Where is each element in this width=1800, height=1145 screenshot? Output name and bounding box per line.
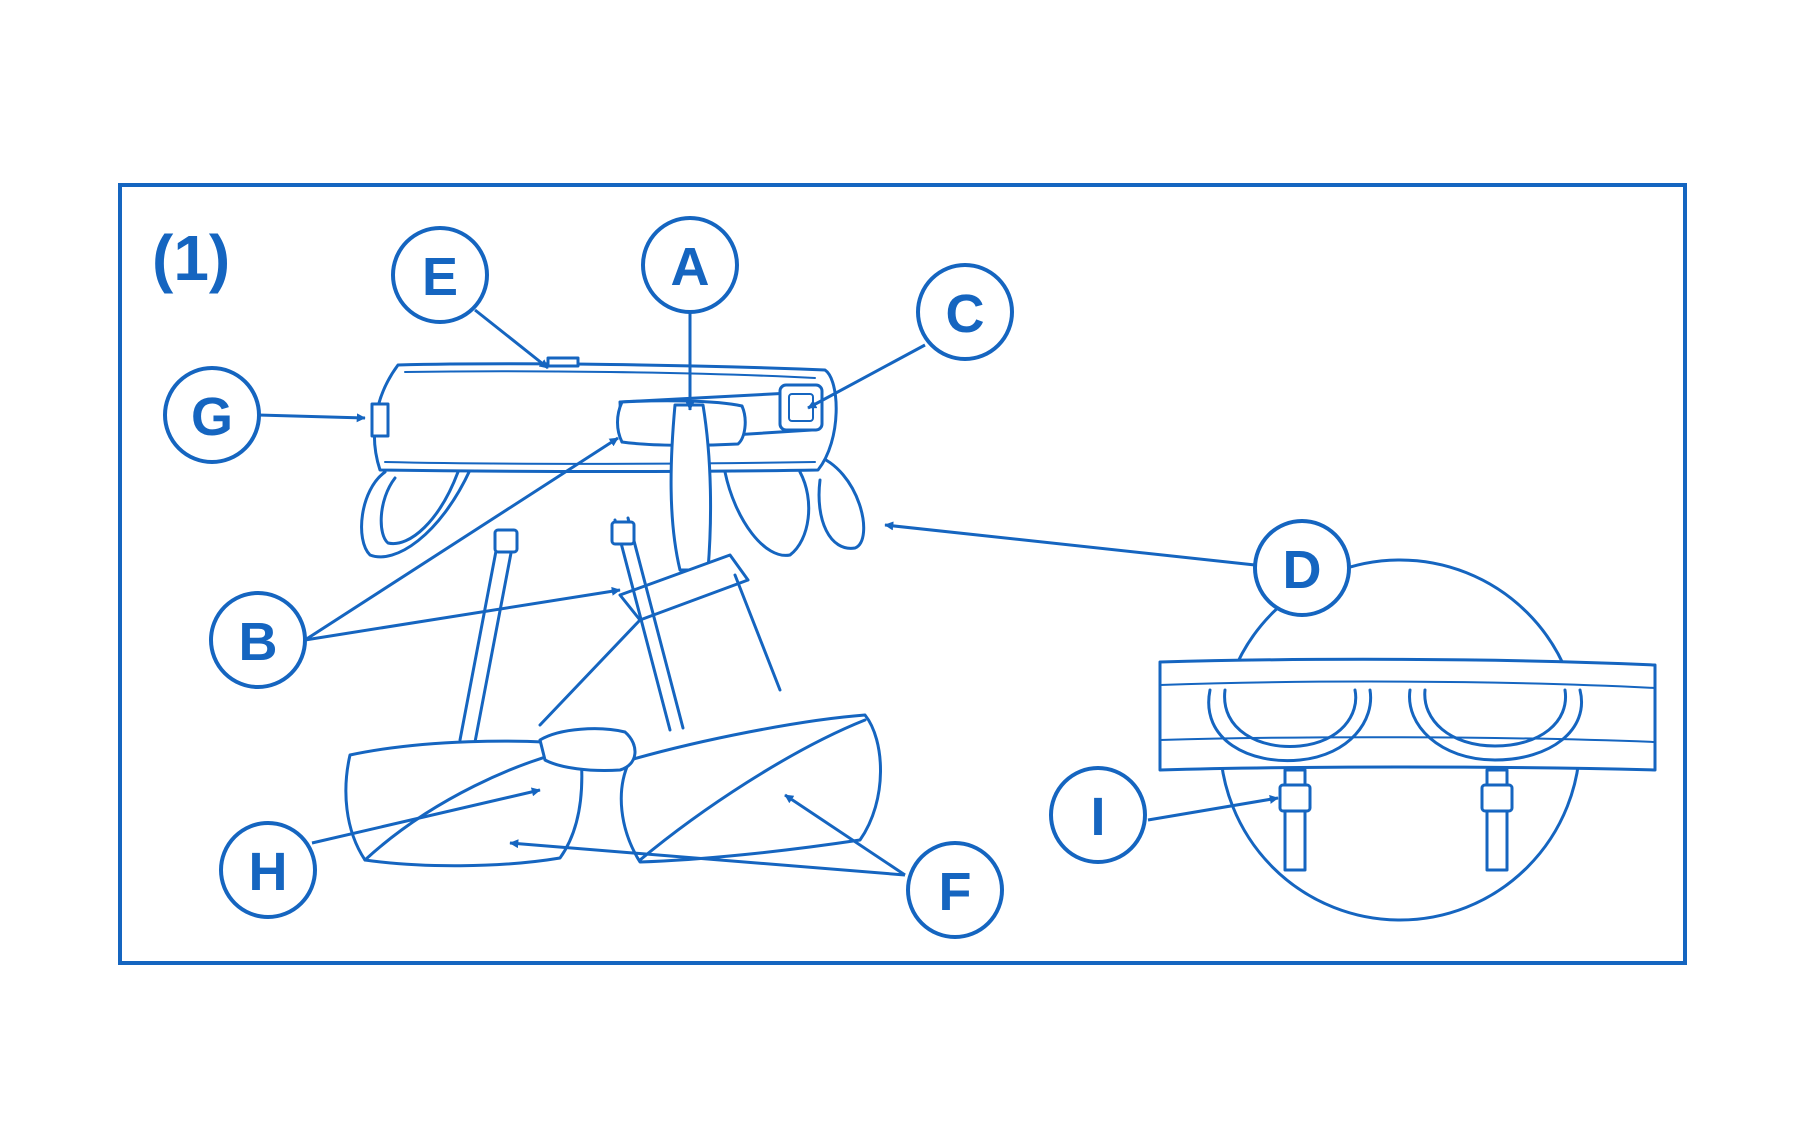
leg-loop-right [619,713,882,864]
waist-belt-top-edge [404,370,816,379]
leader-lines [257,305,1279,877]
detail-elastic-left [1207,688,1373,763]
detail-adjuster-left [1278,783,1312,813]
belay-loop [669,403,713,572]
detail-adjuster-right [1480,783,1514,813]
callout-b: B [209,591,307,689]
callout-a-label: A [671,237,710,297]
leader-c [807,343,926,410]
leader-d [884,521,1256,567]
detail-elastic-right [1408,688,1583,762]
detail-view [1158,558,1657,922]
detail-belt [1158,657,1657,772]
belt-label-tab [546,356,580,368]
callout-b-label: B [239,612,278,672]
rear-adjuster-right [610,520,636,546]
rear-adjuster-left [493,528,519,554]
callout-e-label: E [422,247,458,307]
harness-illustration [344,356,882,868]
leader-b-1 [304,436,619,642]
rise-strap-left [538,618,642,727]
callout-h: H [219,821,317,919]
leg-loop-right-edge [638,718,867,862]
rear-elastic-strap-left-b [473,530,517,744]
figure-frame [118,183,1687,965]
gear-loop-right [813,453,866,550]
detail-elastic-right-inner [1423,688,1568,748]
leader-f-2 [509,839,906,877]
leader-h [311,787,541,845]
leg-loop-left [344,739,584,868]
rear-elastic-loop-left-inner [379,470,460,546]
rear-elastic-loop-right [723,470,811,557]
callout-i: I [1049,766,1147,864]
callout-g: G [163,366,261,464]
rise-strap-right [733,573,782,692]
leader-g [257,413,366,423]
callout-f-label: F [939,862,972,922]
callout-c: C [916,263,1014,361]
rear-elastic-strap-right-b [626,516,685,730]
leader-b-2 [304,586,621,642]
callout-d: D [1253,519,1351,617]
callout-i-label: I [1090,787,1105,847]
rear-elastic-strap-right [613,518,672,732]
leg-loop-junction [538,727,637,772]
leader-i [1147,794,1279,822]
detail-belt-edge-top [1159,680,1656,689]
detail-belt-edge-bottom [1159,736,1656,743]
waist-belt-bottom-edge [384,461,816,465]
callout-f: F [906,841,1004,939]
callout-a: A [641,216,739,314]
figure-number: (1) [152,222,230,294]
callout-c-label: C [946,284,985,344]
callout-h-label: H [249,842,288,902]
rear-elastic-loop-left [360,468,472,559]
callout-g-label: G [191,387,233,447]
detail-elastic-left-inner [1223,688,1358,749]
leader-f-1 [784,793,906,877]
belt-keeper-left [370,402,390,438]
callout-d-label: D [1283,540,1322,600]
buckle [778,383,824,432]
leader-e [474,308,549,370]
callouts: A B C D E F G H [163,216,1351,939]
rear-elastic-strap-left [458,528,502,742]
callout-e: E [391,226,489,324]
